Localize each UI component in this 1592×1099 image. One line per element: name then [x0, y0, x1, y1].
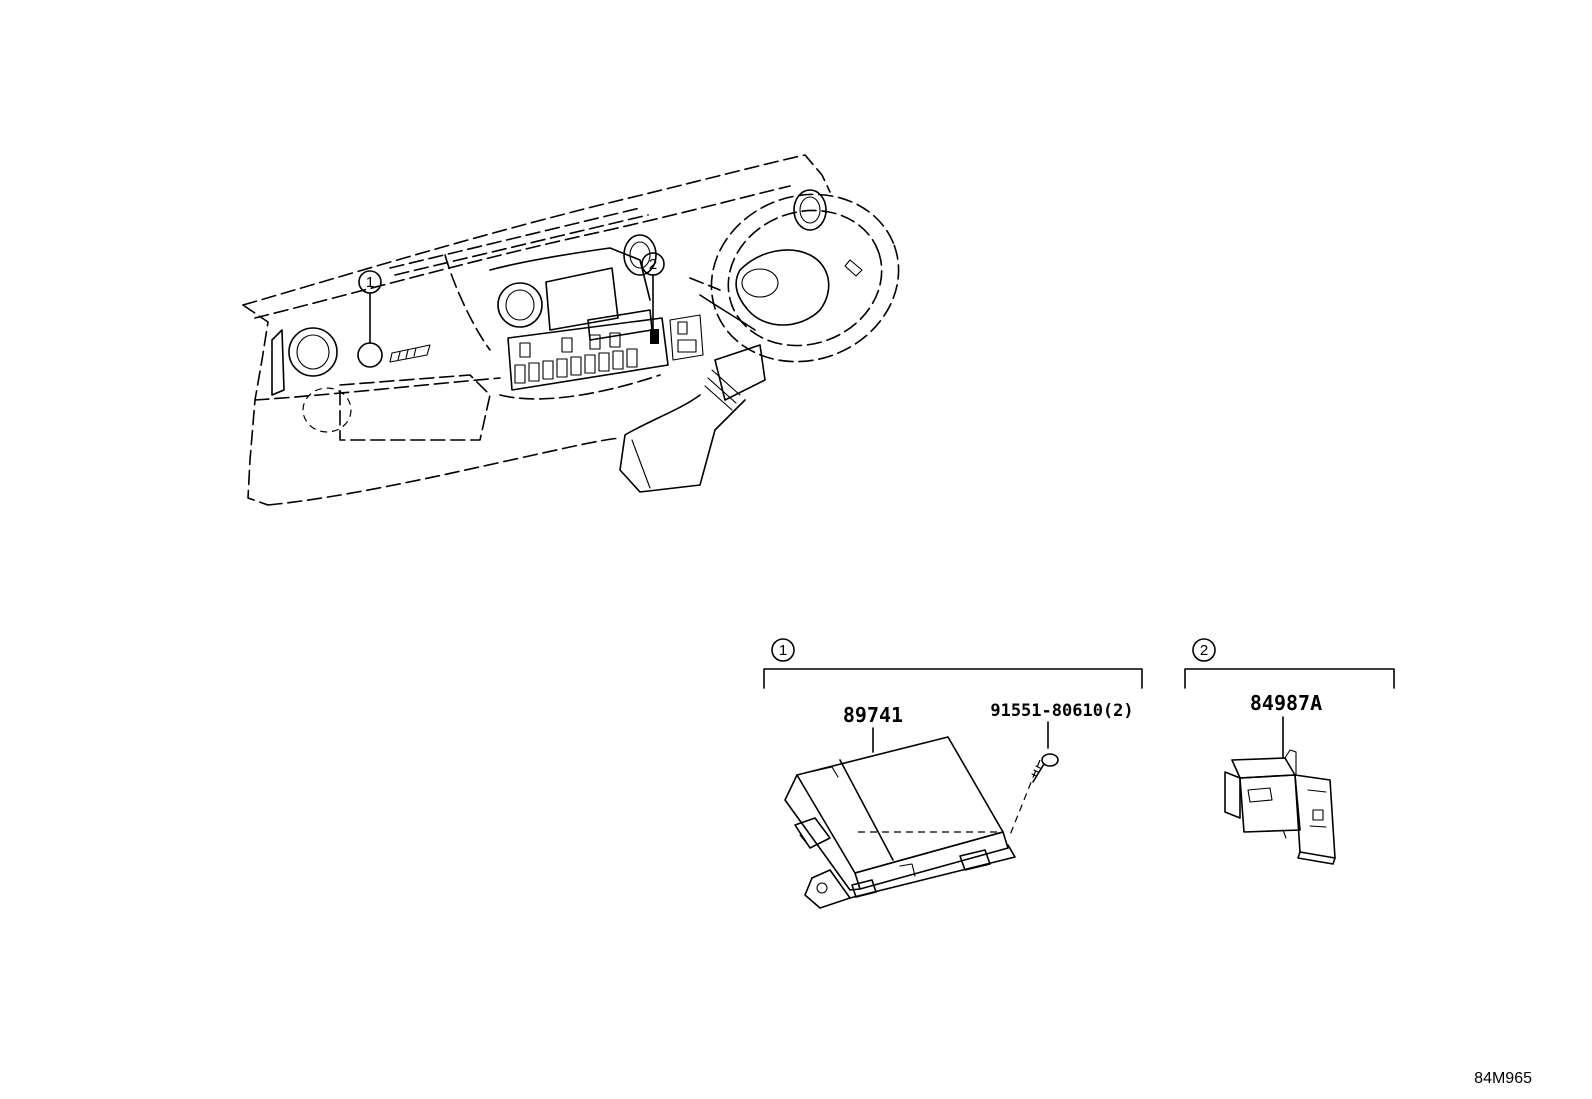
callout-marker-2: 2 [641, 252, 665, 330]
part-number-screw[interactable]: 91551-80610(2) [990, 701, 1133, 721]
group-2: 2 84987A [1184, 638, 1395, 865]
control-module-drawing [784, 736, 1041, 909]
diagram-code: 84M965 [1474, 1070, 1532, 1087]
switch-drawing [1224, 749, 1336, 865]
instrument-panel-illustration [242, 154, 900, 506]
callout-marker-1: 1 [358, 270, 382, 344]
part-number-module[interactable]: 89741 [843, 703, 903, 727]
group-bracket [763, 668, 1143, 689]
screw-drawing [1031, 753, 1059, 783]
group-bracket [1184, 668, 1395, 689]
callout-number: 2 [649, 256, 657, 273]
part-number-switch[interactable]: 84987A [1250, 691, 1322, 715]
group-1: 1 89741 91551-80610(2) [763, 638, 1143, 909]
group-callout-number: 2 [1200, 642, 1208, 659]
group-callout-number: 1 [779, 642, 787, 659]
callout-number: 1 [366, 274, 374, 291]
